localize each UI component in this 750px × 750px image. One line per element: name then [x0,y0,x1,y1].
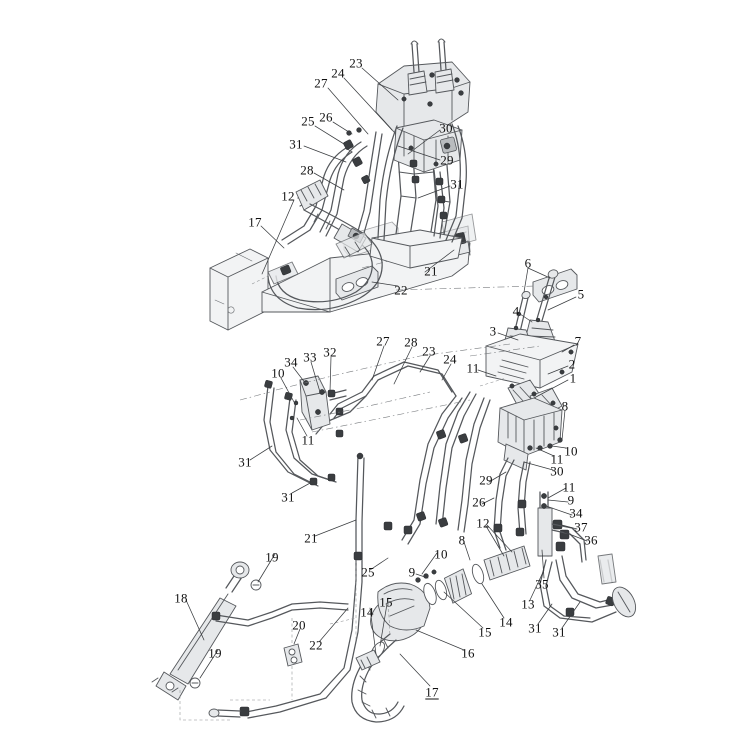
callout-31-bottom-right-b: 31 [552,624,566,640]
callout-19-upper: 19 [265,549,279,565]
callout-11-center: 11 [466,360,480,376]
callout-34-right: 34 [569,505,583,521]
callout-27-upper: 27 [314,75,328,91]
callout-9-bottom: 9 [408,564,416,580]
callout-2: 2 [568,356,576,372]
callout-3: 3 [489,323,497,339]
callout-8-upper: 8 [561,398,569,414]
hydraulic-cylinder-lower-left [151,561,349,721]
control-console-upper [375,38,471,173]
callout-22-lower: 22 [309,637,323,653]
callout-6: 6 [524,255,532,271]
callout-31-left-lower: 31 [281,489,295,505]
callout-19-lower: 19 [208,645,222,661]
callout-10-bottom: 10 [434,546,448,562]
fitting-cluster-lower-right [537,491,637,623]
callout-11-lower: 11 [562,479,576,495]
callout-17-lower: 17 [425,684,439,700]
callout-31-left: 31 [238,454,252,470]
machine-chassis-upper [209,213,578,331]
callout-34-left: 34 [284,354,298,370]
callout-28-center: 28 [404,334,418,350]
callout-10-right: 10 [564,443,578,459]
callout-25-upper: 25 [301,113,315,129]
callout-26-upper: 26 [319,109,333,125]
callout-24-upper: 24 [331,65,345,81]
callout-21-upper: 21 [424,263,438,279]
callout-14-right: 14 [499,614,513,630]
callout-31-bottom-right-a: 31 [528,620,542,636]
callout-26-lower: 26 [472,494,486,510]
callout-24-center: 24 [443,351,457,367]
callout-30-upper: 30 [439,120,453,136]
callout-16: 16 [461,645,475,661]
callout-30-lower: 30 [550,463,564,479]
callout-22-upper: 22 [394,282,408,298]
hose-routing-center [208,361,531,719]
callout-17-upper: 17 [248,214,262,230]
callout-8-lower: 8 [458,532,466,548]
callout-35: 35 [535,576,549,592]
callout-13: 13 [521,596,535,612]
callout-23-upper: 23 [349,55,363,71]
callout-33: 33 [303,349,317,365]
pedal-console-assembly [485,269,579,471]
construction-lines [239,343,541,640]
callout-21-lower: 21 [304,530,318,546]
hydraulic-hoses-upper [251,123,467,311]
callout-29-lower: 29 [479,472,493,488]
callout-15-right: 15 [478,624,492,640]
callout-4: 4 [512,303,520,319]
callout-15-left: 15 [379,594,393,610]
callout-29-upper: 29 [440,152,454,168]
callout-18: 18 [174,590,188,606]
callout-27-center: 27 [376,333,390,349]
callout-12-upper: 12 [281,188,295,204]
callout-11-left: 11 [301,432,315,448]
callout-23-center: 23 [422,343,436,359]
callout-25-lower: 25 [361,564,375,580]
callout-14-left: 14 [360,604,374,620]
callout-10-left: 10 [271,365,285,381]
callout-9-right: 9 [567,492,575,508]
air-intake-assembly [329,545,531,723]
callout-11-right: 11 [550,451,564,467]
callout-37: 37 [574,519,588,535]
callout-5: 5 [577,286,585,302]
callout-32: 32 [323,344,337,360]
callout-36: 36 [584,532,598,548]
callout-20: 20 [292,617,306,633]
callout-12-lower: 12 [476,515,490,531]
callout-28-upper: 28 [300,162,314,178]
leader-lines [185,67,588,687]
callout-31-upper-right: 31 [450,176,464,192]
callout-7: 7 [574,333,582,349]
callout-31-upper-left: 31 [289,136,303,152]
callout-1: 1 [569,370,577,386]
